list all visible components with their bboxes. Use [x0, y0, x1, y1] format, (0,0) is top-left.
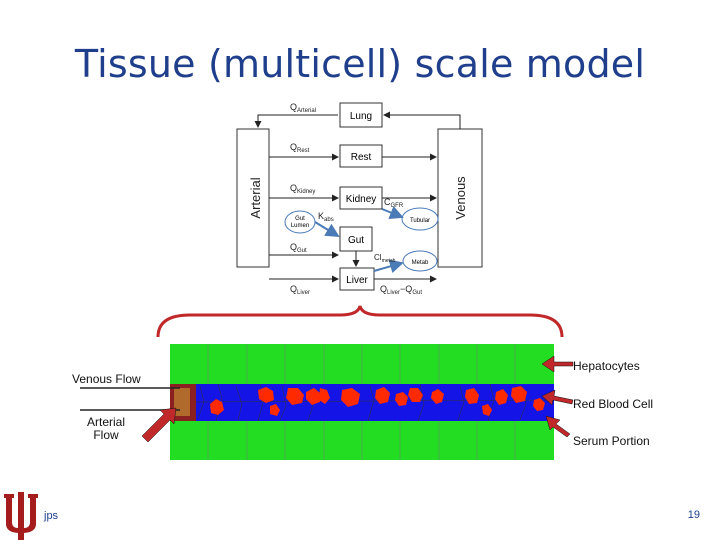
rbc-label: Red Blood Cell: [573, 397, 654, 411]
slide-title: Tissue (multicell) scale model: [74, 42, 646, 86]
iu-logo: [4, 492, 38, 540]
organ-rest-box: [339, 144, 383, 168]
organ-kidney-label: Kidney: [346, 194, 377, 205]
k-abs-label: Kabs: [318, 211, 334, 223]
q-gut-label: QGut: [290, 242, 307, 254]
gut-lumen-label-2: Lumen: [291, 223, 309, 229]
page-number: 19: [687, 509, 700, 521]
organ-liver-label: Liver: [346, 275, 368, 286]
q-arterial-label: QArterial: [290, 102, 316, 114]
rbc-arrow: [541, 389, 574, 406]
pointer-arrows: [80, 355, 574, 443]
metab-label: Metab: [412, 260, 429, 266]
tissue-simulation: [170, 344, 554, 460]
serum-label: Serum Portion: [573, 434, 650, 448]
hepatocytes-label: Hepatocytes: [573, 359, 640, 373]
cgfr-label: CGFR: [384, 197, 404, 209]
cl-metab-label: Clmetab: [374, 253, 396, 264]
q-liver-label: QLiver: [290, 284, 310, 296]
organ-gut-label: Gut: [348, 235, 364, 246]
hepatocytes-arrow: [541, 355, 574, 373]
tubular-label: Tubular: [410, 218, 430, 224]
pbpk-diagram: Arterial Venous Lung Rest Kidney Gut Liv…: [236, 102, 483, 296]
venous-flow-label: Venous Flow: [72, 372, 141, 386]
arterial-label: Arterial: [248, 177, 263, 218]
gut-lumen-oval: [284, 210, 316, 234]
arterial-compartment: [236, 128, 270, 268]
venous-label: Venous: [453, 176, 468, 220]
q-rest-label: QRest: [290, 142, 310, 154]
organ-lung-label: Lung: [350, 111, 372, 122]
venous-compartment: [437, 128, 483, 268]
q-kidney-label: QKidney: [290, 183, 315, 195]
liver-out-label: QLiver−QGut: [380, 284, 422, 296]
arterial-flow-label: Arterial Flow: [86, 415, 125, 442]
gut-lumen-label-1: Gut: [295, 216, 305, 222]
organ-lung-box: [339, 102, 383, 128]
brace: [156, 305, 564, 338]
organ-rest-label: Rest: [351, 152, 372, 163]
arterial-flow-arrow: [141, 407, 177, 443]
serum-arrow: [545, 415, 571, 438]
footer-initials: jps: [44, 510, 59, 522]
